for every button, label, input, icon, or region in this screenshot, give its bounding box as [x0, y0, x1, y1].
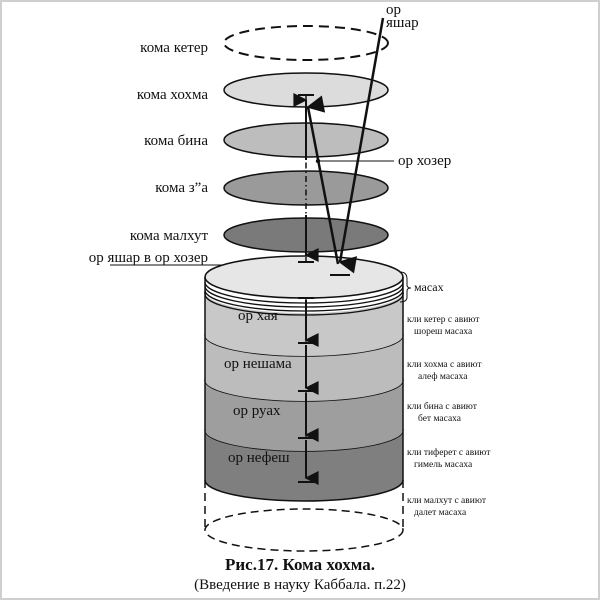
label-or-yashar-2: яшар — [386, 15, 419, 31]
desc-bina-1: кли бина с авиют — [407, 401, 478, 412]
desc-tiferet-1: кли тиферет с авиют — [407, 447, 491, 458]
masakh-bracket — [399, 271, 412, 303]
desc-malkhut-1: кли малхут с авиют — [407, 496, 487, 506]
desc-bina-2: бет масаха — [418, 413, 462, 424]
label-or-yashar-in-or-hozer: ор яшар в ор хозер — [89, 250, 208, 266]
bottom-solid-arc — [204, 479, 404, 502]
caption-title: Рис.17. Кома хохма. — [225, 555, 375, 574]
label-masakh: масах — [414, 280, 444, 294]
label-bina: кома бина — [144, 133, 208, 149]
caption-subtitle: (Введение в науку Каббала. п.22) — [194, 577, 406, 593]
desc-hokhma-2: алеф масаха — [418, 371, 468, 382]
level-label-ruakh: ор руах — [233, 403, 281, 419]
label-or-hozer: ор хозер — [398, 153, 451, 169]
band-nefesh-side — [205, 430, 403, 501]
band-ruakh-side — [205, 380, 403, 451]
bottom-dashed-ellipse — [204, 508, 404, 552]
masakh-plate-3 — [204, 285, 404, 308]
masakh-plate-5 — [204, 293, 404, 316]
ellipse-kether — [223, 25, 389, 61]
label-malkhut: кома малхут — [130, 228, 209, 244]
band-haya-side — [205, 292, 403, 356]
or-yashar-arrow — [338, 17, 385, 274]
band-neshama-side — [205, 335, 403, 401]
level-label-nefesh: ор нефеш — [228, 450, 290, 466]
masakh-plate-2 — [204, 281, 404, 304]
label-or-yashar-1: ор — [386, 2, 401, 18]
desc-kether-1: кли кетер с авиют — [407, 315, 480, 325]
desc-hokhma-1: кли хохма с авиют — [407, 360, 482, 370]
level-label-haya: ор хая — [238, 308, 278, 324]
desc-kether-2: шореш масаха — [414, 327, 473, 337]
label-hokhma: кома хохма — [137, 87, 208, 103]
masakh-plate-4 — [204, 289, 404, 312]
label-za: кома з”а — [155, 180, 208, 196]
desc-malkhut-2: далет масаха — [414, 508, 467, 518]
or-hozer-arrow — [306, 95, 340, 265]
level-label-neshama: ор нешама — [224, 356, 292, 372]
desc-tiferet-2: гимель масаха — [414, 460, 473, 470]
label-kether: кома кетер — [140, 40, 208, 56]
